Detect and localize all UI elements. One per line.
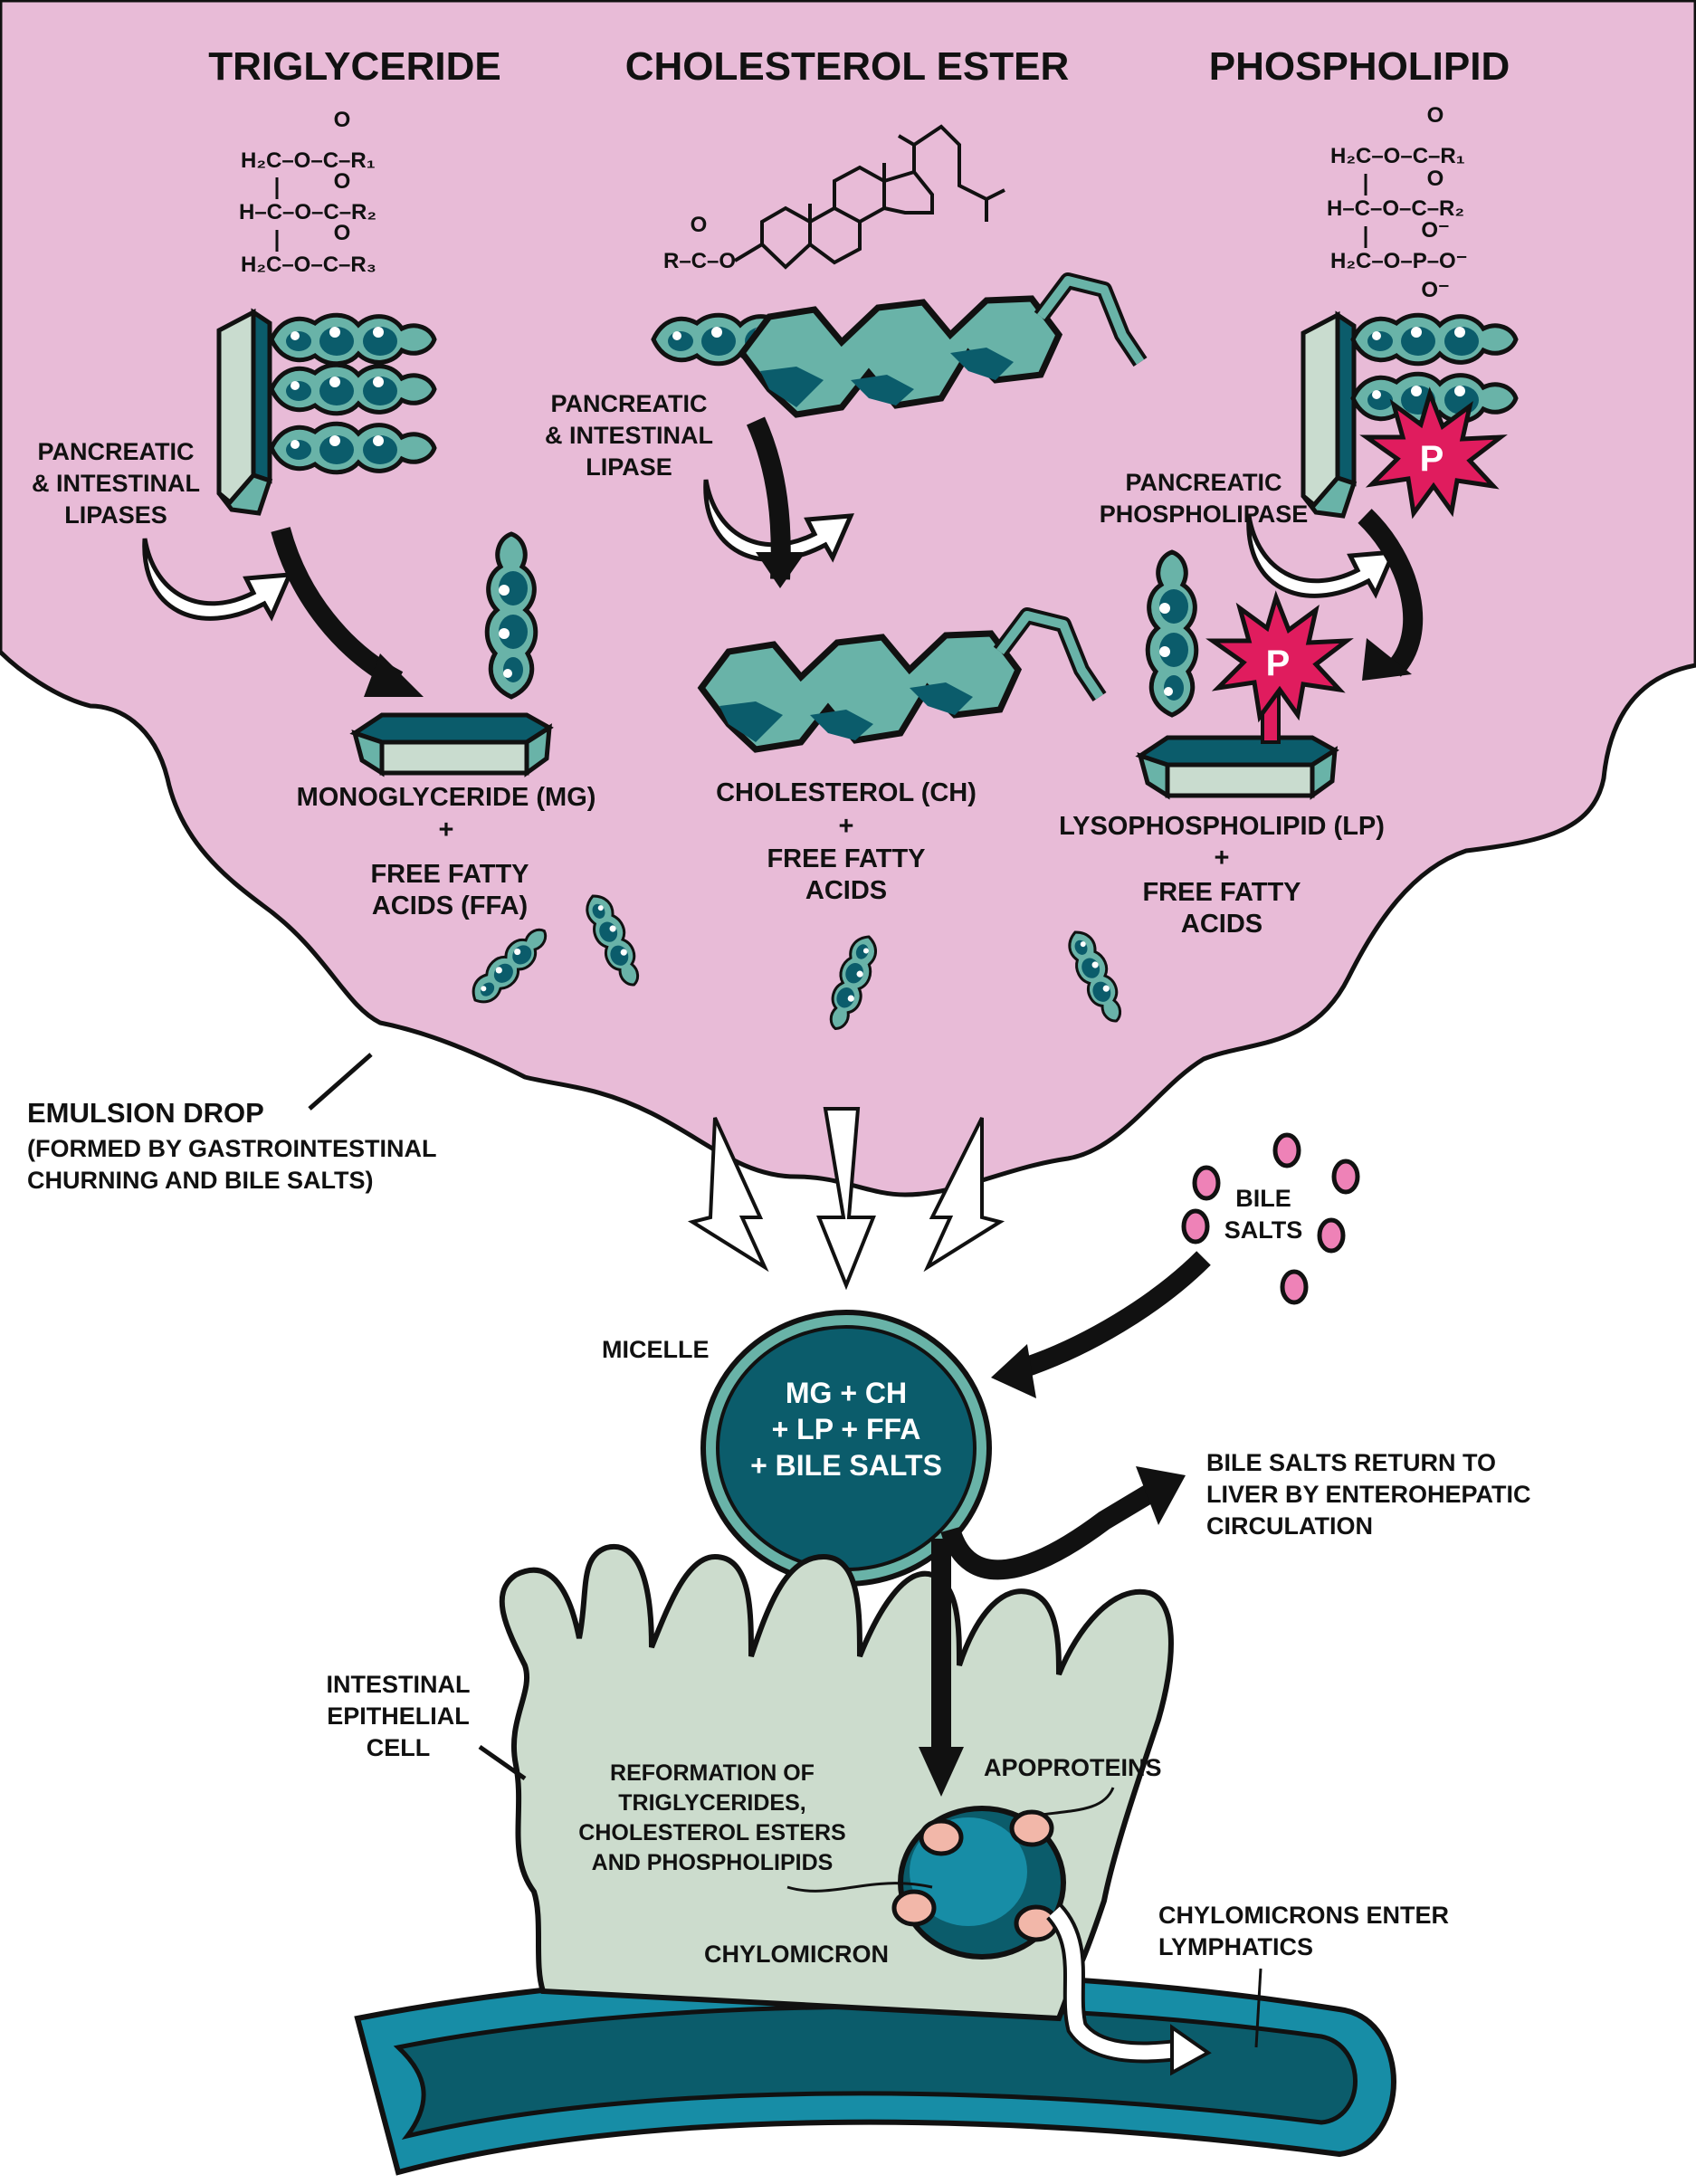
svg-text:(FORMED BY GASTROINTESTINAL: (FORMED BY GASTROINTESTINAL (27, 1135, 437, 1162)
svg-text:ACIDS: ACIDS (805, 876, 887, 905)
phospholipid-formula: O H₂C–O–C–R₁ O H–C–O–C–R₂ O⁻ H₂C–O–P–O⁻ … (1327, 103, 1467, 302)
lymphatics-label: CHYLOMICRONS ENTER LYMPHATICS (1158, 1902, 1449, 1960)
svg-text:H₂C–O–C–R₁: H₂C–O–C–R₁ (241, 148, 376, 173)
emulsion-label: EMULSION DROP (FORMED BY GASTROINTESTINA… (27, 1097, 437, 1194)
svg-text:CHOLESTEROL (CH): CHOLESTEROL (CH) (716, 778, 977, 807)
reformation-pointer (786, 1882, 933, 1893)
svg-text:O⁻: O⁻ (1421, 278, 1449, 302)
svg-text:LIVER BY ENTEROHEPATIC: LIVER BY ENTEROHEPATIC (1206, 1481, 1531, 1508)
svg-text:LYSOPHOSPHOLIPID (LP): LYSOPHOSPHOLIPID (LP) (1059, 812, 1385, 841)
svg-text:SALTS: SALTS (1224, 1216, 1303, 1244)
phosphate-label-lp: P (1266, 644, 1291, 683)
svg-text:MG + CH: MG + CH (786, 1377, 907, 1409)
micelle: MG + CH + LP + FFA + BILE SALTS (700, 1310, 992, 1587)
svg-text:FREE FATTY: FREE FATTY (1142, 878, 1301, 907)
enzyme-label-phospholipid: PANCREATIC PHOSPHOLIPASE (1100, 469, 1309, 528)
svg-text:AND PHOSPHOLIPIDS: AND PHOSPHOLIPIDS (592, 1850, 834, 1875)
svg-text:CIRCULATION: CIRCULATION (1206, 1512, 1373, 1540)
product-label-phospholipid: LYSOPHOSPHOLIPID (LP) + FREE FATTY ACIDS (1059, 812, 1385, 939)
reaction-arrow-phospholipid (1358, 509, 1424, 681)
product-label-cholesterol: CHOLESTEROL (CH) + FREE FATTY ACIDS (716, 778, 977, 905)
header-cholesterol-ester: CHOLESTEROL ESTER (625, 44, 1070, 89)
svg-text:R–C–O: R–C–O (663, 249, 736, 273)
svg-text:& INTESTINAL: & INTESTINAL (545, 422, 713, 449)
svg-text:PHOSPHOLIPASE: PHOSPHOLIPASE (1100, 501, 1309, 528)
bile-return-label: BILE SALTS RETURN TO LIVER BY ENTEROHEPA… (1206, 1449, 1531, 1540)
svg-text:LIPASES: LIPASES (64, 501, 167, 529)
micelle-label: MICELLE (602, 1336, 710, 1363)
svg-text:REFORMATION OF: REFORMATION OF (610, 1760, 815, 1786)
svg-text:O: O (334, 221, 351, 245)
cell-leader-line (478, 1744, 527, 1781)
reaction-arrow-cholesterol (746, 416, 805, 588)
svg-text:O: O (1427, 167, 1444, 191)
svg-text:O: O (334, 108, 351, 132)
svg-text:CHURNING AND BILE SALTS): CHURNING AND BILE SALTS) (27, 1167, 373, 1194)
emulsion-leader-line (308, 1053, 373, 1111)
svg-text:CHOLESTEROL ESTERS: CHOLESTEROL ESTERS (578, 1820, 845, 1845)
svg-text:O: O (1427, 103, 1444, 128)
svg-text:BILE: BILE (1235, 1185, 1291, 1212)
header-triglyceride: TRIGLYCERIDE (208, 44, 501, 89)
svg-text:LYMPHATICS: LYMPHATICS (1158, 1933, 1313, 1960)
lymphatics-arrow (1045, 1903, 1212, 2076)
enzyme-label-cholesterol: PANCREATIC & INTESTINAL LIPASE (545, 390, 713, 481)
svg-text:H₂C–O–C–R₁: H₂C–O–C–R₁ (1330, 144, 1465, 168)
svg-text:LIPASE: LIPASE (586, 453, 672, 481)
svg-text:O: O (334, 169, 351, 194)
svg-text:H–C–O–C–R₂: H–C–O–C–R₂ (239, 200, 376, 224)
svg-text:H₂C–O–P–O⁻: H₂C–O–P–O⁻ (1330, 249, 1467, 273)
reaction-arrow-triglyceride (271, 527, 424, 697)
svg-text:+ LP + FFA: + LP + FFA (772, 1413, 921, 1445)
svg-text:EPITHELIAL: EPITHELIAL (327, 1702, 470, 1730)
enzyme-label-triglyceride: PANCREATIC & INTESTINAL LIPASES (32, 438, 200, 529)
phospholipid-molecule: P (1303, 315, 1516, 516)
svg-text:+: + (439, 815, 454, 844)
svg-text:+: + (839, 812, 854, 841)
micelle-to-chylomicron-arrow (919, 1539, 964, 1797)
svg-text:ACIDS: ACIDS (1181, 910, 1262, 939)
triglyceride-formula: O H₂C–O–C–R₁ O H–C–O–C–R₂ O H₂C–O–C–R₃ (239, 108, 376, 277)
svg-text:TRIGLYCERIDES,: TRIGLYCERIDES, (618, 1790, 805, 1816)
cholesterol-ester-formula: R–C–O O (663, 124, 1005, 273)
svg-text:H–C–O–C–R₂: H–C–O–C–R₂ (1327, 196, 1464, 221)
svg-text:PANCREATIC: PANCREATIC (1126, 469, 1282, 496)
emulsion-drop-shape (0, 0, 1696, 1197)
bile-salts-arrow (991, 1251, 1211, 1398)
svg-text:CELL: CELL (367, 1734, 431, 1761)
chylomicron-label: CHYLOMICRON (704, 1941, 889, 1968)
svg-text:MONOGLYCERIDE (MG): MONOGLYCERIDE (MG) (297, 783, 596, 812)
svg-text:PANCREATIC: PANCREATIC (551, 390, 708, 417)
reformation-label: REFORMATION OF TRIGLYCERIDES, CHOLESTERO… (578, 1760, 845, 1875)
bile-salts-cluster: BILE SALTS (1184, 1135, 1358, 1302)
bile-return-arrow (940, 1466, 1186, 1580)
header-phospholipid: PHOSPHOLIPID (1209, 44, 1510, 89)
svg-text:BILE SALTS RETURN TO: BILE SALTS RETURN TO (1206, 1449, 1496, 1476)
cell-label: INTESTINAL EPITHELIAL CELL (327, 1671, 471, 1761)
svg-text:INTESTINAL: INTESTINAL (327, 1671, 471, 1698)
lymphatics-leader-line (1254, 1968, 1262, 2048)
svg-text:+: + (1215, 844, 1230, 873)
svg-text:H₂C–O–C–R₃: H₂C–O–C–R₃ (241, 253, 376, 277)
svg-text:PANCREATIC: PANCREATIC (38, 438, 195, 465)
svg-text:O: O (691, 213, 708, 237)
svg-text:& INTESTINAL: & INTESTINAL (32, 470, 200, 497)
svg-text:FREE FATTY: FREE FATTY (370, 860, 529, 889)
svg-text:O⁻: O⁻ (1421, 218, 1449, 243)
apoproteins-pointer (1040, 1787, 1115, 1817)
svg-text:FREE FATTY: FREE FATTY (767, 844, 925, 873)
svg-text:ACIDS (FFA): ACIDS (FFA) (372, 892, 528, 920)
absorption-arrows (687, 1107, 1005, 1291)
lysophospholipid-molecule: P (1140, 552, 1347, 796)
product-label-triglyceride: MONOGLYCERIDE (MG) + FREE FATTY ACIDS (F… (297, 783, 596, 920)
svg-text:EMULSION DROP: EMULSION DROP (27, 1097, 264, 1129)
phosphate-label: P (1420, 439, 1444, 479)
svg-text:CHYLOMICRONS ENTER: CHYLOMICRONS ENTER (1158, 1902, 1449, 1929)
apoproteins-label: APOPROTEINS (984, 1754, 1162, 1781)
svg-text:+ BILE SALTS: + BILE SALTS (750, 1449, 942, 1482)
